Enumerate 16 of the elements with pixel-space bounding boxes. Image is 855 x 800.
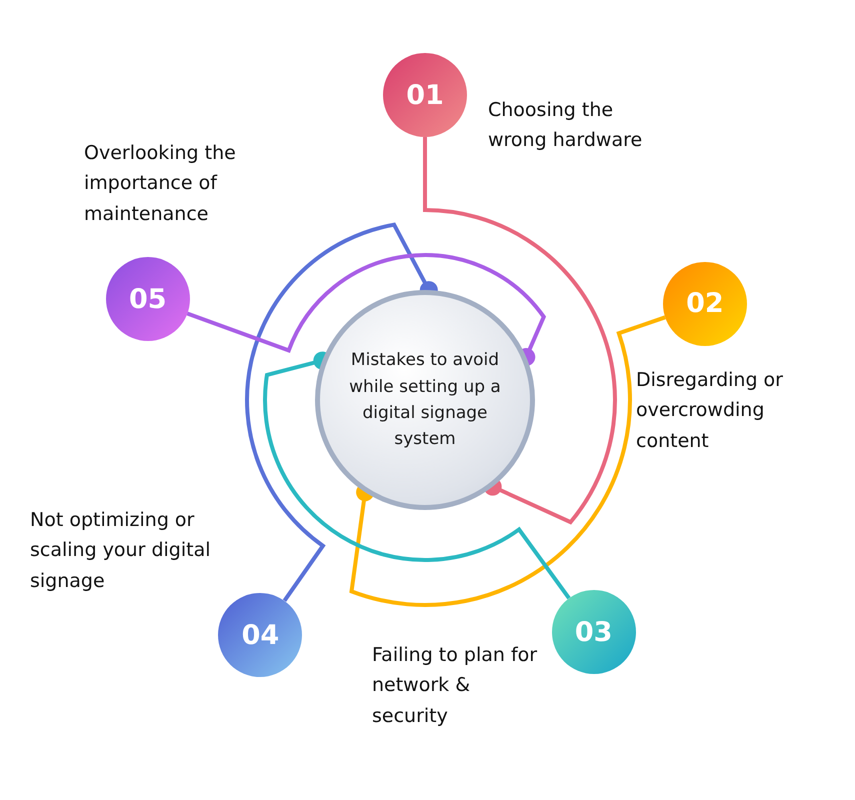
step-description: Not optimizing or scaling your digital signage bbox=[30, 508, 212, 594]
step-description: Failing to plan for network & security bbox=[372, 643, 538, 729]
step-number-badge: 05 bbox=[106, 257, 190, 342]
step-description: Overlooking the importance of maintenance bbox=[84, 141, 237, 227]
connector-line bbox=[263, 352, 571, 600]
connector-line bbox=[186, 253, 546, 366]
step-number-badge: 04 bbox=[218, 593, 302, 678]
center-circle: Mistakes to avoid while setting up a digital signage system bbox=[315, 290, 535, 510]
step-description: Choosing the wrong hardware bbox=[488, 98, 644, 154]
step-description: Disregarding or overcrowding content bbox=[636, 368, 784, 454]
connector-line bbox=[423, 137, 617, 524]
connector-line bbox=[245, 222, 438, 602]
connector-line bbox=[350, 315, 666, 607]
step-number-badge: 02 bbox=[662, 262, 747, 346]
step-number-badge: 03 bbox=[552, 590, 636, 674]
step-number-badge: 01 bbox=[383, 53, 467, 137]
